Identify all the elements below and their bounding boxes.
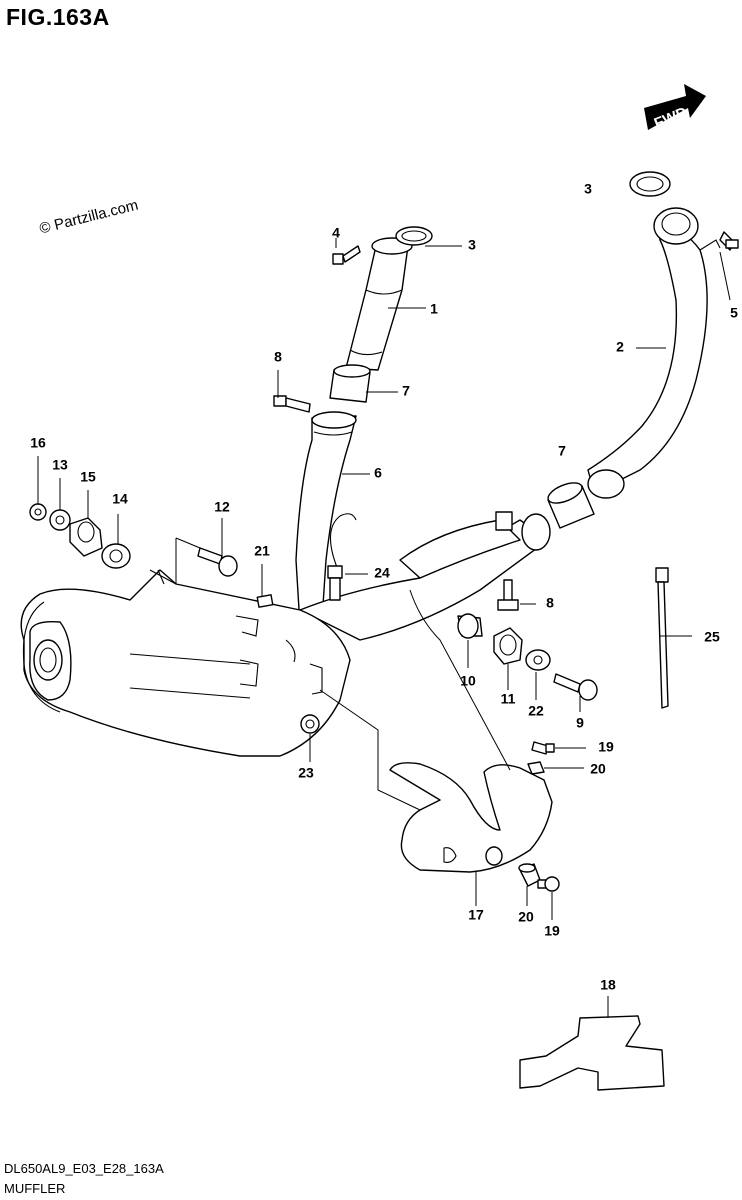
leader-lines <box>37 238 731 1018</box>
callout-13: 13 <box>52 457 68 473</box>
muffler-lower-nut[interactable] <box>300 714 320 734</box>
exhaust-gasket-front[interactable] <box>395 226 433 246</box>
muffler-mount-collar[interactable] <box>101 543 131 569</box>
bolt-8-upper[interactable] <box>273 395 311 413</box>
callout-20-lower: 20 <box>518 909 534 925</box>
muffler-clip[interactable] <box>256 594 274 608</box>
muffler-body[interactable] <box>20 569 351 757</box>
exhaust-gasket-rear[interactable] <box>629 171 671 197</box>
bolt-8-lower[interactable] <box>497 579 519 611</box>
bolt-4[interactable] <box>332 245 361 265</box>
bracket-nut-lower[interactable] <box>518 863 541 887</box>
muffler-mount-bolt[interactable] <box>197 547 238 577</box>
connector-mount-collar[interactable] <box>457 613 483 639</box>
heat-protector-bracket[interactable] <box>389 762 553 873</box>
callout-6: 6 <box>374 465 382 481</box>
callout-12: 12 <box>214 499 230 515</box>
pipe-joint-sleeve-lower[interactable] <box>545 479 595 529</box>
pipe-joint-sleeve-upper[interactable] <box>329 364 371 403</box>
callout-19-upper: 19 <box>598 739 614 755</box>
callout-3-front: 3 <box>468 237 476 253</box>
connector-mount-washer[interactable] <box>525 649 551 671</box>
callout-15: 15 <box>80 469 96 485</box>
callout-22: 22 <box>528 703 544 719</box>
bracket-nut-upper[interactable] <box>527 761 545 775</box>
heat-insulator-sticker[interactable] <box>519 1015 665 1091</box>
connector-mount-cushion[interactable] <box>493 627 523 665</box>
callout-18: 18 <box>600 977 616 993</box>
callout-1: 1 <box>430 301 438 317</box>
bracket-bolt-upper[interactable] <box>531 741 555 755</box>
diagram-name: MUFFLER <box>4 1181 66 1196</box>
callout-8-upper: 8 <box>274 349 282 365</box>
callout-2: 2 <box>616 339 624 355</box>
callout-7-lower: 7 <box>558 443 566 459</box>
oxygen-sensor[interactable] <box>327 513 357 601</box>
callout-11: 11 <box>501 691 516 707</box>
callout-25: 25 <box>704 629 720 645</box>
callout-7-upper: 7 <box>402 383 410 399</box>
figure-title: FIG.163A <box>6 4 110 30</box>
callout-14: 14 <box>112 491 128 507</box>
callout-labels: 3 3 4 1 2 5 8 7 7 6 16 13 15 14 12 21 24… <box>30 181 738 993</box>
bracket-bolt-lower[interactable] <box>537 876 560 892</box>
callout-19-lower: 19 <box>544 923 560 939</box>
rear-exhaust-pipe[interactable] <box>587 207 721 499</box>
callout-5: 5 <box>730 305 738 321</box>
diagram-code: DL650AL9_E03_E28_163A <box>4 1161 164 1176</box>
muffler-mount-washer[interactable] <box>49 509 71 531</box>
muffler-mount-nut[interactable] <box>29 503 47 521</box>
forward-arrow-icon: FWD <box>644 84 706 132</box>
bolt-5[interactable] <box>719 231 739 251</box>
connector-mount-bolt[interactable] <box>553 673 598 701</box>
callout-8-lower: 8 <box>546 595 554 611</box>
callout-23: 23 <box>298 765 314 781</box>
callout-16: 16 <box>30 435 46 451</box>
callout-9: 9 <box>576 715 584 731</box>
callout-10: 10 <box>460 673 476 689</box>
callout-3-rear: 3 <box>584 181 592 197</box>
callout-20-upper: 20 <box>590 761 606 777</box>
callout-4: 4 <box>332 225 340 241</box>
cable-tie[interactable] <box>655 567 669 709</box>
front-exhaust-pipe[interactable] <box>345 237 413 371</box>
callout-24: 24 <box>374 565 390 581</box>
muffler-mount-cushion[interactable] <box>69 517 103 557</box>
callout-17: 17 <box>468 907 484 923</box>
callout-21: 21 <box>254 543 270 559</box>
